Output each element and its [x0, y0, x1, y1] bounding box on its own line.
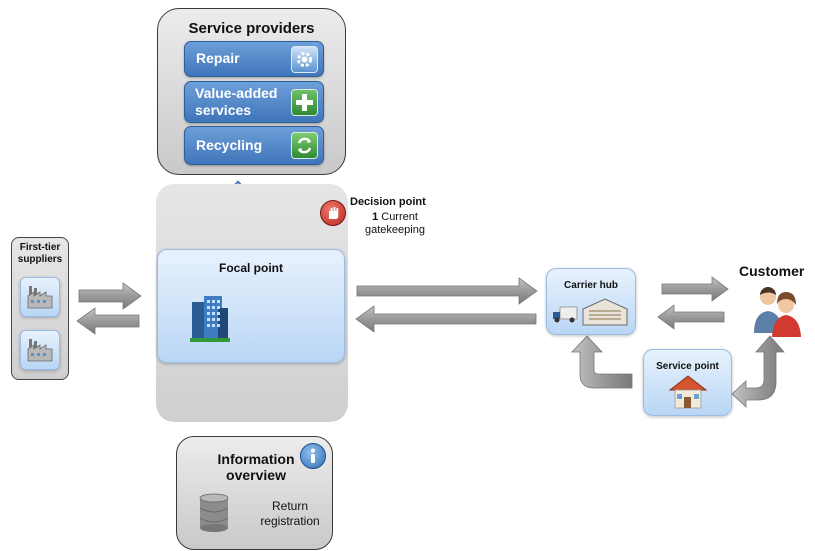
provider-repair[interactable]: Repair: [184, 41, 324, 77]
warehouse-icon: [581, 297, 629, 332]
focal-point-title: Focal point: [219, 261, 283, 275]
arrow-customer-to-service-point: [731, 335, 785, 408]
gear-icon: [291, 46, 318, 73]
database-icon: [199, 493, 229, 538]
provider-recycling[interactable]: Recycling: [184, 126, 324, 165]
arrow-hub-to-customer: [661, 276, 729, 302]
house-icon: [668, 372, 708, 415]
decision-point-desc: 1 Current gatekeeping: [360, 211, 430, 237]
carrier-hub-title: Carrier hub: [564, 280, 618, 291]
factory-icon: [26, 284, 54, 315]
stop-hand-icon: [320, 200, 346, 226]
provider-repair-label: Repair: [196, 50, 240, 66]
factory-icon: [26, 337, 54, 368]
arrow-supplier-to-focal: [78, 282, 142, 310]
return-registration-label: Return registration: [260, 499, 320, 528]
carrier-hub-box[interactable]: Carrier hub: [546, 268, 636, 335]
information-title: Information overview: [217, 451, 295, 483]
recycle-icon: [291, 132, 318, 159]
focal-point-box[interactable]: Focal point: [157, 249, 345, 363]
decision-point-number: 1: [372, 211, 379, 223]
supplier-1[interactable]: [20, 277, 60, 317]
arrow-focal-to-supplier: [76, 307, 140, 335]
service-providers-title: Service providers: [188, 20, 315, 37]
supplier-2[interactable]: [20, 330, 60, 370]
arrow-hub-to-focal: [355, 305, 537, 333]
building-icon: [190, 294, 230, 342]
decision-point-title: Decision point: [350, 196, 426, 208]
customer-icon[interactable]: [752, 285, 806, 342]
truck-icon: [552, 304, 578, 329]
decision-point-label: Current gatekeeping: [365, 211, 425, 236]
service-point-title: Service point: [656, 361, 719, 372]
arrow-focal-to-hub: [356, 277, 538, 305]
arrow-service-point-to-hub: [571, 335, 633, 389]
provider-value-added[interactable]: Value-added services: [184, 81, 324, 123]
information-box: Information overview Return registration: [176, 436, 333, 550]
suppliers-title: First-tier suppliers: [17, 242, 63, 265]
customer-title: Customer: [739, 263, 805, 279]
service-point-box[interactable]: Service point: [643, 349, 732, 416]
info-icon: [300, 443, 326, 469]
provider-recycling-label: Recycling: [196, 137, 263, 153]
provider-value-added-label: Value-added services: [195, 85, 278, 118]
plus-icon: [291, 89, 318, 116]
arrow-customer-to-hub: [657, 304, 725, 330]
